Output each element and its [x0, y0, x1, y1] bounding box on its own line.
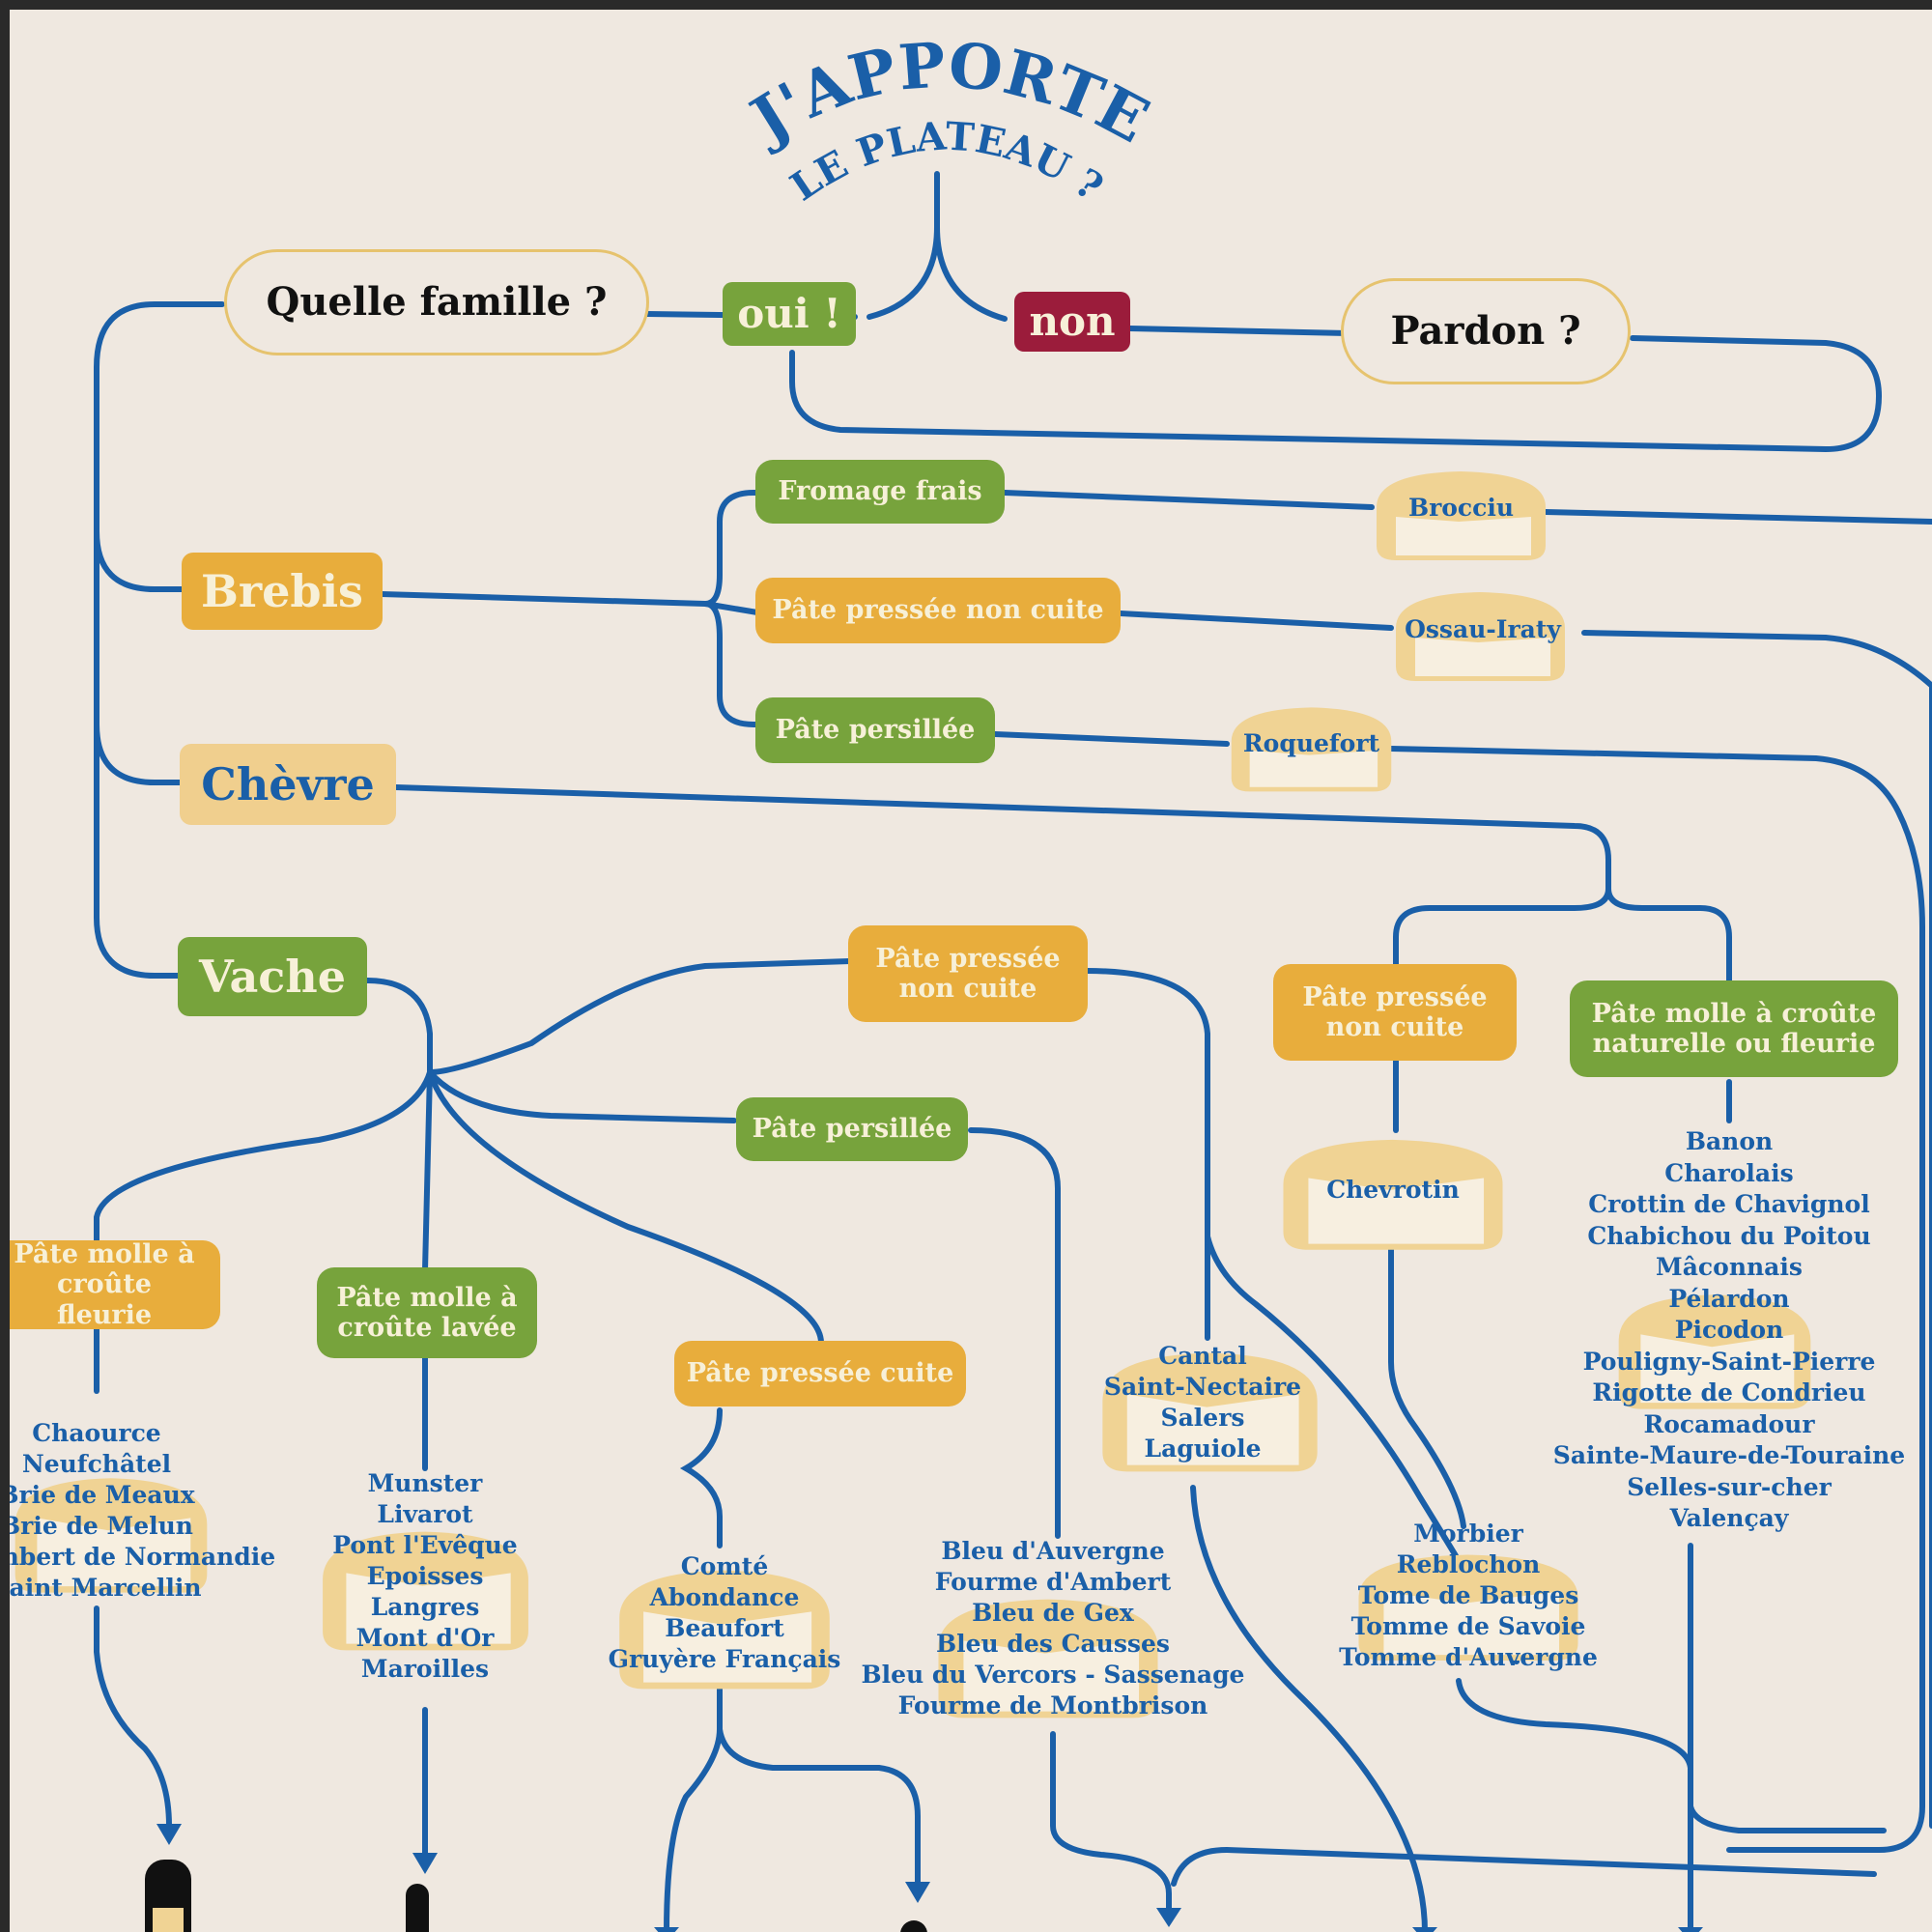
title-stem: [867, 171, 1008, 322]
line-ppnc-brebis: [1118, 611, 1932, 689]
cheese-list-chevre-pmcnf: Banon Charolais Crottin de Chavignol Cha…: [1552, 1127, 1906, 1532]
line-ppc-down: [679, 1407, 723, 1548]
cheese-ossau-iraty: Ossau-Iraty: [1405, 615, 1561, 643]
branch-chevre-ppnc[interactable]: Pâte pressée non cuite: [1273, 964, 1517, 1061]
branch-vache-ppc[interactable]: Pâte pressée cuite: [674, 1341, 966, 1406]
line-non-pardon: [1127, 326, 1350, 336]
branch-brebis-fromage-frais[interactable]: Fromage frais: [755, 460, 1005, 524]
cheese-list-vache-ppc: Comté Abondance Beaufort Gruyère Françai…: [608, 1552, 841, 1673]
cheese-list-vache-ppnc: Cantal Saint-Nectaire Salers Laguiole: [1103, 1342, 1302, 1463]
line-trunk-vache: [94, 722, 186, 979]
cheese-wheel-icon: [323, 1531, 528, 1651]
line-merge-1: [1688, 1804, 1887, 1833]
line-vache-pmcl: [422, 1069, 433, 1273]
line-quelle-trunk: [94, 301, 225, 592]
arrow-icon: [905, 1882, 930, 1903]
line-persillee-down: [968, 1127, 1061, 1539]
line-morbier-down: [1456, 1678, 1693, 1771]
cheese-wheel-icon: [1231, 707, 1392, 792]
arrowheads: [156, 1824, 1703, 1932]
branch-brebis-ppnc[interactable]: Pâte pressée non cuite: [755, 578, 1121, 643]
line-pmcf-arrow: [94, 1605, 172, 1829]
arrow-icon: [654, 1927, 679, 1932]
cheese-wheel-icon: [1358, 1554, 1578, 1662]
cheese-wheel-icon: [619, 1570, 830, 1690]
poster-title: J'APPORTE LE PLATEAU ?: [735, 39, 1160, 211]
line-merge-2: [1171, 1846, 1877, 1887]
arrow-icon: [1412, 1927, 1437, 1932]
branch-vache-pmcl[interactable]: Pâte molle à croûte lavée: [317, 1267, 537, 1358]
poster: J'APPORTE LE PLATEAU ? Quelle famille ? …: [10, 10, 1932, 1932]
branch-chevre-pmcnf[interactable]: Pâte molle à croûte naturelle ou fleurie: [1570, 980, 1898, 1077]
title-line-2: LE PLATEAU ?: [782, 113, 1111, 210]
answer-non[interactable]: non: [1014, 292, 1130, 352]
cheese-wheel-icon: [1102, 1352, 1318, 1472]
cheese-list-vache-persillee: Bleu d'Auvergne Fourme d'Ambert Bleu de …: [861, 1537, 1245, 1719]
line-cantal-down: [1190, 1485, 1428, 1932]
line-vache-persillee: [427, 1069, 737, 1123]
cheese-roquefort: Roquefort: [1242, 729, 1380, 757]
line-fromage-frais: [1002, 490, 1932, 525]
line-ppc-arrow-split: [664, 1683, 921, 1932]
answer-oui[interactable]: oui !: [723, 282, 856, 346]
cheese-list-morbier: Morbier Reblochon Tome de Bauges Tomme d…: [1339, 1520, 1598, 1671]
branch-vache-ppnc[interactable]: Pâte pressée non cuite: [848, 925, 1088, 1022]
branch-brebis-persillee[interactable]: Pâte persillée: [755, 697, 995, 763]
branch-vache-pmcf[interactable]: Pâte molle à croûte fleurie: [10, 1239, 220, 1330]
cheese-wheel-icon: [1283, 1139, 1503, 1250]
cheese-list-vache-pmcf: Chaource Neufchâtel Brie de Meaux Brie d…: [10, 1419, 276, 1602]
line-chevre-split: [1393, 886, 1732, 988]
cheese-brocciu: Brocciu: [1407, 494, 1515, 522]
family-brebis[interactable]: Brebis: [182, 553, 383, 630]
branch-vache-persillee[interactable]: Pâte persillée: [736, 1097, 968, 1161]
line-ppnc-vache-down: [1084, 968, 1210, 1341]
line-persillee-brebis: [992, 731, 1925, 930]
line-vache: [364, 978, 433, 1075]
line-vache-pmcf: [94, 1069, 433, 1244]
line-chevrotin-down: [1388, 1243, 1466, 1529]
question-quelle-famille: Quelle famille ?: [224, 249, 649, 355]
family-chevre[interactable]: Chèvre: [180, 744, 396, 825]
cheese-wheel-icon: [1377, 471, 1546, 560]
cheese-wheel-icon: [14, 1478, 208, 1593]
line-brebis: [379, 591, 708, 607]
line-brebis-split: [702, 490, 766, 727]
line-persillee-arrow: [1050, 1731, 1172, 1916]
family-vache[interactable]: Vache: [178, 937, 367, 1016]
line-right-1: [1726, 924, 1925, 1853]
arrow-icon: [156, 1824, 182, 1845]
cheese-wheel-icon: [1618, 1294, 1811, 1409]
cheese-chevrotin: Chevrotin: [1326, 1176, 1460, 1204]
knife-handle-icon: [900, 1920, 927, 1932]
arrow-icon: [1678, 1927, 1703, 1932]
question-pardon: Pardon ?: [1341, 278, 1631, 384]
line-chevre: [393, 784, 1611, 892]
cheese-wheel-icon: [1396, 592, 1565, 681]
line-vache-ppnc: [427, 958, 853, 1075]
arrow-icon: [412, 1853, 438, 1874]
line-pardon-loop: [789, 335, 1883, 453]
arrow-icon: [1156, 1908, 1181, 1927]
cheese-wheel-icon: [938, 1599, 1158, 1719]
flow-lines: [94, 171, 1932, 1932]
knife-band-icon: [153, 1908, 184, 1932]
knife-handle-icon: [406, 1884, 429, 1932]
line-vache-ppc: [427, 1069, 824, 1346]
cheese-list-vache-pmcl: Munster Livarot Pont l'Evêque Epoisses L…: [332, 1469, 518, 1683]
